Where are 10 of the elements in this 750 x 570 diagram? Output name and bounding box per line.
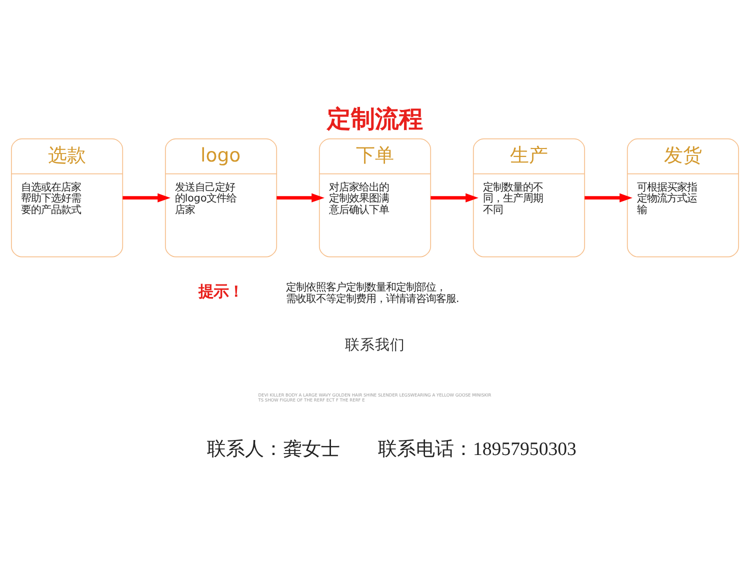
arrow	[430, 192, 478, 202]
arrow	[122, 192, 170, 202]
label: 提示！	[198, 282, 244, 300]
label: 联系电话：18957950303	[378, 438, 576, 460]
diagram-title: 定制流程	[327, 104, 424, 133]
arrow	[584, 192, 632, 202]
label: 定制依照客户定制数量和定制部位，需收取不等定制费用，详情请咨询客服.	[286, 281, 460, 304]
label: 联系人：龚女士	[206, 438, 340, 460]
label: 联系我们	[345, 336, 406, 353]
arrow	[276, 192, 324, 202]
